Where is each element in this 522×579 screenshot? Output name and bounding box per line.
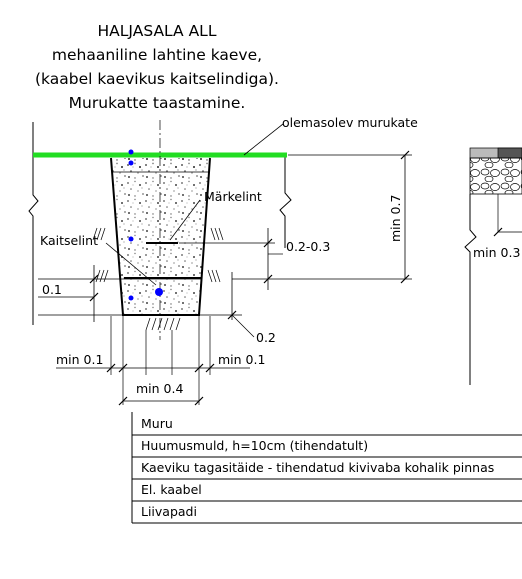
grass-marker-dot xyxy=(128,149,134,155)
protection-tape-label: Kaitselint xyxy=(40,233,98,248)
partial-min-label: min 0.3 xyxy=(473,245,520,260)
partial-section-break-line xyxy=(464,194,477,385)
legend-item-3: Kaeviku tagasitäide - tihendatud kivivab… xyxy=(141,460,494,475)
left-break-line xyxy=(28,122,39,325)
trench-backfill xyxy=(111,158,210,315)
existing-lawn-leader xyxy=(243,123,284,156)
right-break-line xyxy=(279,157,292,248)
cable-marker-dot xyxy=(155,288,163,296)
bottom-offset-label: 0.1 xyxy=(42,282,62,297)
humus-marker-dot xyxy=(128,160,134,166)
marker-tape-leader xyxy=(169,199,201,241)
protection-tape-leader xyxy=(105,242,157,286)
legend-item-2: Huumusmuld, h=10cm (tihendatult) xyxy=(141,438,368,453)
min-right-label: min 0.1 xyxy=(218,352,265,367)
tape-gap-tick-top xyxy=(263,238,273,248)
partial-section-asphalt-dark xyxy=(497,147,522,159)
bottom-right-label: 0.2 xyxy=(256,330,276,345)
bottom-hatch xyxy=(145,317,181,331)
marker-tape-label: Märkelint xyxy=(204,189,262,204)
min-width-label: min 0.4 xyxy=(136,381,183,396)
min-width-tick-2 xyxy=(194,396,204,406)
existing-lawn-label: olemasolev murukate xyxy=(282,115,418,130)
min-depth-label: min 0.7 xyxy=(388,195,403,242)
depth-dim-tick-bottom xyxy=(400,274,410,284)
title-line-4: Murukatte taastamine. xyxy=(69,94,246,112)
title-line-1: HALJASALA ALL xyxy=(98,22,217,40)
partial-section-cobbles xyxy=(469,157,522,195)
legend-item-5: Liivapadi xyxy=(141,504,197,519)
right-dim-leader xyxy=(231,314,255,338)
title-line-2: mehaaniline lahtine kaeve, xyxy=(52,46,262,64)
min-width-tick-1 xyxy=(118,396,128,406)
right-wall-hatch xyxy=(207,227,224,283)
min-left-label: min 0.1 xyxy=(56,352,103,367)
min-offset-tick-4 xyxy=(205,363,215,373)
depth-dim-tick-top xyxy=(400,150,410,160)
min-offset-tick-1 xyxy=(106,363,116,373)
trench-outline xyxy=(110,157,211,316)
depth-range-label: 0.2-0.3 xyxy=(286,239,330,254)
tape-gap-tick-bottom xyxy=(263,274,273,284)
legend-item-1: Muru xyxy=(141,416,173,431)
title-line-3: (kaabel kaevikus kaitselindiga). xyxy=(35,70,279,88)
sand-marker-dot xyxy=(128,295,134,301)
left-wall-hatch xyxy=(92,227,109,283)
humus-layer xyxy=(111,158,210,172)
backfill-marker-dot xyxy=(128,236,134,242)
partial-section-tick xyxy=(493,227,503,237)
legend-item-4: El. kaabel xyxy=(141,482,202,497)
min-offset-tick-3 xyxy=(194,363,204,373)
min-offset-tick-2 xyxy=(118,363,128,373)
left-dim-tick-top xyxy=(89,274,99,284)
